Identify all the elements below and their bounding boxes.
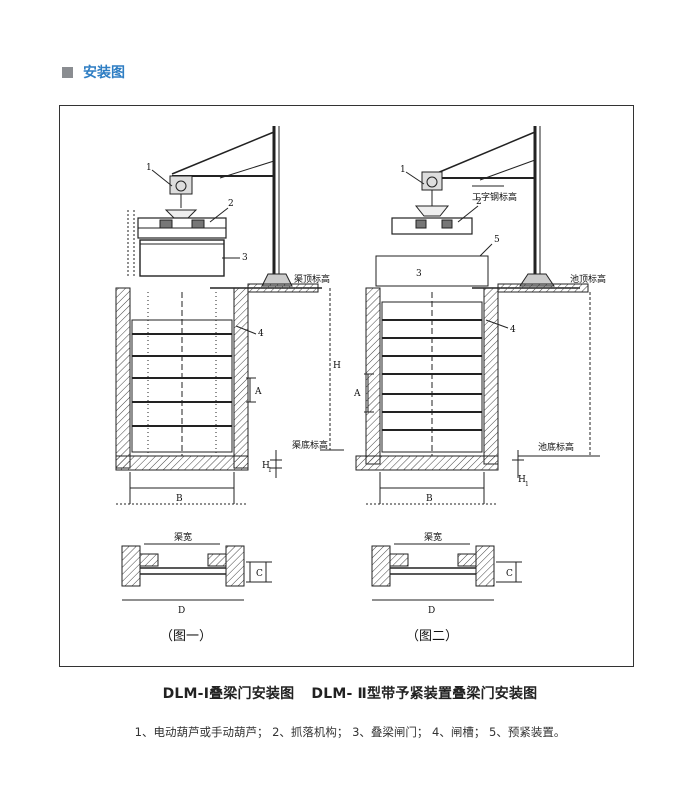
fig1-plan-width: 渠宽 (174, 531, 192, 543)
component-legend: 1、电动葫芦或手动葫芦； 2、抓落机构； 3、叠梁闸门； 4、闸槽； 5、预紧装… (134, 725, 566, 739)
installation-drawing-frame: 1 2 3 4 渠顶标高 渠底标高 H H 1 A B 渠宽 C D （图一） … (59, 105, 634, 667)
fig2-h1-sub: 1 (525, 481, 529, 488)
caption-right: DLM- Ⅱ型带予紧装置叠梁门安装图 (311, 686, 538, 702)
fig1-c-label: C (256, 569, 263, 579)
fig1-h1-label: H (262, 461, 270, 471)
fig2-callout-2: 2 (476, 197, 482, 207)
fig1-top-elevation: 渠顶标高 (294, 273, 330, 285)
fig2-plan-width: 渠宽 (424, 531, 442, 543)
caption-left: DLM-Ⅰ叠梁门安装图 (162, 686, 295, 702)
fig2-top-elevation: 池顶标高 (570, 273, 606, 285)
section-title: 安装图 (83, 65, 125, 81)
fig2-h1-label: H (518, 475, 526, 485)
fig1-callout-3: 3 (242, 253, 248, 263)
fig1-b-label: B (176, 494, 183, 504)
fig2-callout-4: 4 (510, 325, 516, 335)
fig2-bottom-elevation: 池底标高 (538, 441, 574, 453)
installation-drawing: 1 2 3 4 渠顶标高 渠底标高 H H 1 A B 渠宽 C D （图一） … (115, 126, 606, 644)
fig2-callout-5: 5 (494, 235, 500, 245)
fig1-bottom-elevation: 渠底标高 (292, 439, 328, 451)
fig2-a-label: A (353, 389, 361, 399)
fig1-a-label: A (254, 387, 262, 397)
fig2-caption: （图二） (406, 629, 458, 644)
fig2-elevation (355, 126, 600, 601)
fig1-callout-4: 4 (258, 329, 264, 339)
fig1-h1-sub: 1 (268, 467, 272, 474)
fig2-callout-3: 3 (416, 269, 422, 279)
fig2-b-label: B (426, 494, 433, 504)
fig2-d-label: D (428, 606, 435, 616)
fig1-elevation (115, 126, 344, 601)
fig2-callout-1: 1 (400, 165, 406, 175)
fig2-c-label: C (506, 569, 513, 579)
gray-square-icon (62, 66, 73, 78)
section-header: 安装图 (62, 62, 125, 82)
fig2-beam-label: 工字钢标高 (472, 191, 517, 203)
fig1-callout-2: 2 (228, 199, 234, 209)
fig1-caption: （图一） (160, 629, 212, 644)
drawing-caption: DLM-Ⅰ叠梁门安装图 DLM- Ⅱ型带予紧装置叠梁门安装图 (0, 683, 700, 703)
fig1-callout-1: 1 (146, 163, 152, 173)
fig1-d-label: D (178, 606, 185, 616)
fig1-h-label: H (333, 361, 341, 371)
